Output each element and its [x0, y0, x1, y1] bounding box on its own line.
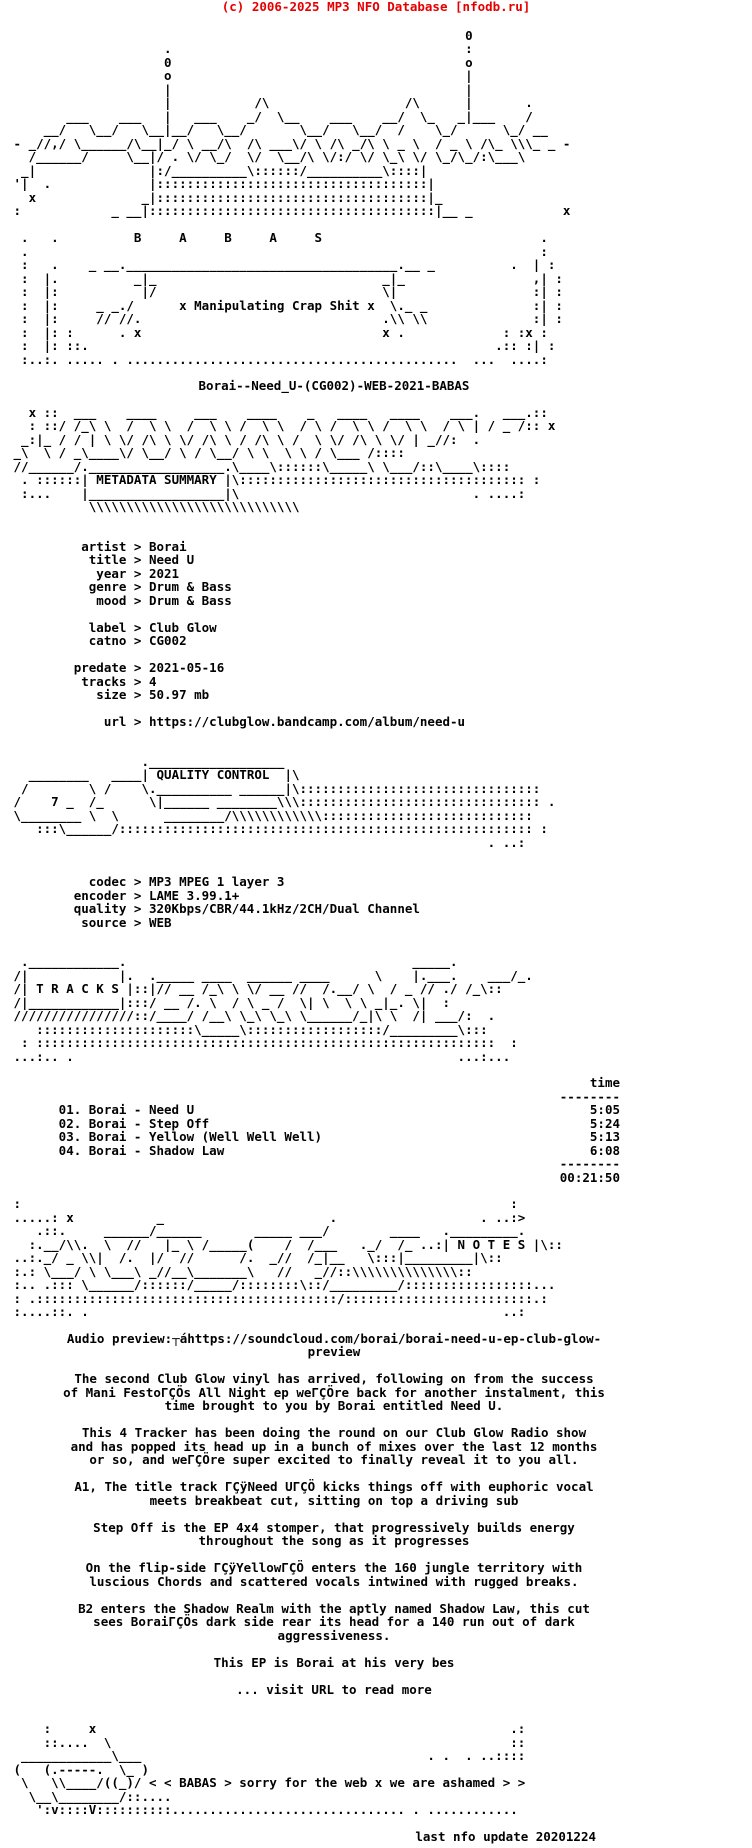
track-title: Borai - Shadow Law	[88, 1142, 225, 1158]
nfo-document: 0 . : 0 o o |	[0, 14, 706, 1844]
field-value: Drum & Bass	[148, 579, 232, 594]
track-number: 02.	[58, 1115, 82, 1131]
last-nfo-update: last nfo update 20201224	[415, 1828, 596, 1844]
field-separator: >	[133, 565, 142, 581]
field-source: source > WEB	[6, 914, 706, 930]
field-separator: >	[133, 660, 142, 675]
field-value: https://clubglow.bandcamp.com/album/need…	[148, 714, 466, 729]
track-time: 5:24	[589, 1115, 620, 1131]
field-key: mood	[96, 592, 127, 608]
field-key: year	[96, 565, 127, 581]
track-title: Borai - Step Off	[88, 1115, 210, 1131]
field-separator: >	[133, 901, 142, 916]
field-separator: >	[133, 687, 142, 702]
field-key: title	[88, 552, 127, 567]
field-separator: >	[133, 887, 142, 903]
field-quality: quality >320Kbps/CBR/44.1kHz/2CH/Dual Cha…	[6, 902, 706, 916]
track-title: Borai - Need U	[88, 1102, 195, 1117]
track-time: 6:08	[589, 1142, 620, 1158]
field-title: title > Need U	[6, 553, 706, 567]
field-value: Need U	[148, 552, 195, 567]
field-separator: >	[133, 552, 142, 567]
field-value: Borai	[148, 538, 187, 554]
field-tracks: tracks >4	[6, 673, 706, 689]
field-group-gap	[6, 607, 706, 621]
tracks-total-time: 00:21:50	[559, 1169, 620, 1185]
field-key: artist	[81, 538, 127, 554]
notes-banner-art: : : .....: x _ . . ..:> .::. ______/____…	[13, 1196, 563, 1319]
field-value: 2021	[148, 565, 180, 581]
field-key: url	[103, 714, 127, 729]
release-name: Borai--Need_U-(CG002)-WEB-2021-BABAS	[198, 378, 470, 393]
field-value: Drum & Bass	[148, 592, 232, 608]
field-value: CG002	[148, 633, 187, 648]
field-predate: predate >2021-05-16	[6, 661, 706, 675]
field-separator: >	[133, 914, 142, 930]
field-separator: >	[133, 673, 142, 689]
track-row: 02. Borai - Step Off 5:24	[6, 1115, 620, 1131]
field-label: label > Club Glow	[6, 619, 706, 635]
field-key: codec	[88, 874, 127, 889]
track-row: 03. Borai - Yellow (Well Well Well) 5:13	[6, 1130, 620, 1144]
field-group-gap	[6, 648, 706, 662]
quality-banner-art: .__________________ ________ ____| QUALI…	[13, 753, 556, 850]
field-key: tracks	[81, 673, 127, 689]
field-key: source	[81, 914, 127, 930]
field-value: MP3 MPEG 1 layer 3	[148, 874, 285, 889]
quality-fields: codec > MP3 MPEG 1 layer 3 encoder > LAME 3.9…	[6, 875, 706, 929]
field-separator: >	[133, 874, 142, 889]
field-url: url > https://clubglow.bandcamp.com/album/…	[6, 715, 706, 729]
metadata-fields: artist > Borai title > Need U year >2021 genre > D…	[6, 538, 706, 729]
field-genre: genre > Drum & Bass	[6, 580, 706, 594]
track-number: 04.	[58, 1142, 82, 1158]
time-rule-top: --------	[559, 1088, 620, 1104]
field-key: size	[96, 687, 127, 702]
field-value: WEB	[148, 914, 172, 930]
track-time: 5:05	[589, 1102, 620, 1117]
field-encoder: encoder > LAME 3.99.1+	[6, 887, 706, 903]
field-separator: >	[133, 633, 142, 648]
track-rows: 01. Borai - Need U 5:05 02. Borai - Step Off…	[6, 1103, 620, 1157]
field-year: year >2021	[6, 565, 706, 581]
field-key: quality	[73, 901, 127, 916]
field-separator: >	[133, 592, 142, 608]
notes-text: Audio preview:┬áhttps://soundcloud.com/b…	[63, 1330, 605, 1697]
track-number: 03.	[58, 1129, 82, 1144]
time-rule-bottom: --------	[559, 1156, 620, 1171]
field-key: predate	[73, 660, 127, 675]
top-ascii-art: 0 . : 0 o o |	[13, 27, 571, 367]
tracks-banner-art: .____________. _____. /| |. ._____ ____ …	[13, 954, 533, 1064]
time-column-header: time	[589, 1075, 620, 1090]
field-value: LAME 3.99.1+	[148, 887, 240, 903]
field-key: catno	[88, 633, 127, 648]
field-value: 320Kbps/CBR/44.1kHz/2CH/Dual Channel	[148, 901, 420, 916]
field-separator: >	[133, 579, 142, 594]
track-title: Borai - Yellow (Well Well Well)	[88, 1129, 323, 1144]
field-codec: codec > MP3 MPEG 1 layer 3	[6, 875, 706, 889]
field-mood: mood > Drum & Bass	[6, 592, 706, 608]
field-group-gap	[6, 702, 706, 716]
metadata-banner-art: x :: ___ ____ ___ ____ _ ____ ____ ___. …	[13, 404, 556, 514]
field-separator: >	[133, 619, 142, 635]
copyright-header: (c) 2006-2025 MP3 NFO Database [nfodb.ru…	[221, 0, 531, 14]
field-value: 2021-05-16	[148, 660, 225, 675]
field-catno: catno > CG002	[6, 634, 706, 648]
field-key: genre	[88, 579, 127, 594]
field-value: 50.97 mb	[148, 687, 210, 702]
tracks-table: time -------- 01. Borai - Need U 5:05 02. Bo…	[6, 1076, 620, 1184]
field-artist: artist > Borai	[6, 538, 706, 554]
field-value: Club Glow	[148, 619, 217, 635]
track-time: 5:13	[589, 1129, 620, 1144]
footer-ascii-art: : x .: ::.... \ :: ____________\___ . . …	[13, 1721, 526, 1817]
field-key: label	[88, 619, 127, 635]
track-row: 04. Borai - Shadow Law 6:08	[6, 1142, 620, 1158]
field-separator: >	[133, 538, 142, 554]
field-separator: >	[133, 714, 142, 729]
track-number: 01.	[58, 1102, 82, 1117]
field-size: size >50.97 mb	[6, 688, 706, 702]
field-key: encoder	[73, 887, 127, 903]
field-value: 4	[148, 673, 157, 689]
track-row: 01. Borai - Need U 5:05	[6, 1103, 620, 1117]
